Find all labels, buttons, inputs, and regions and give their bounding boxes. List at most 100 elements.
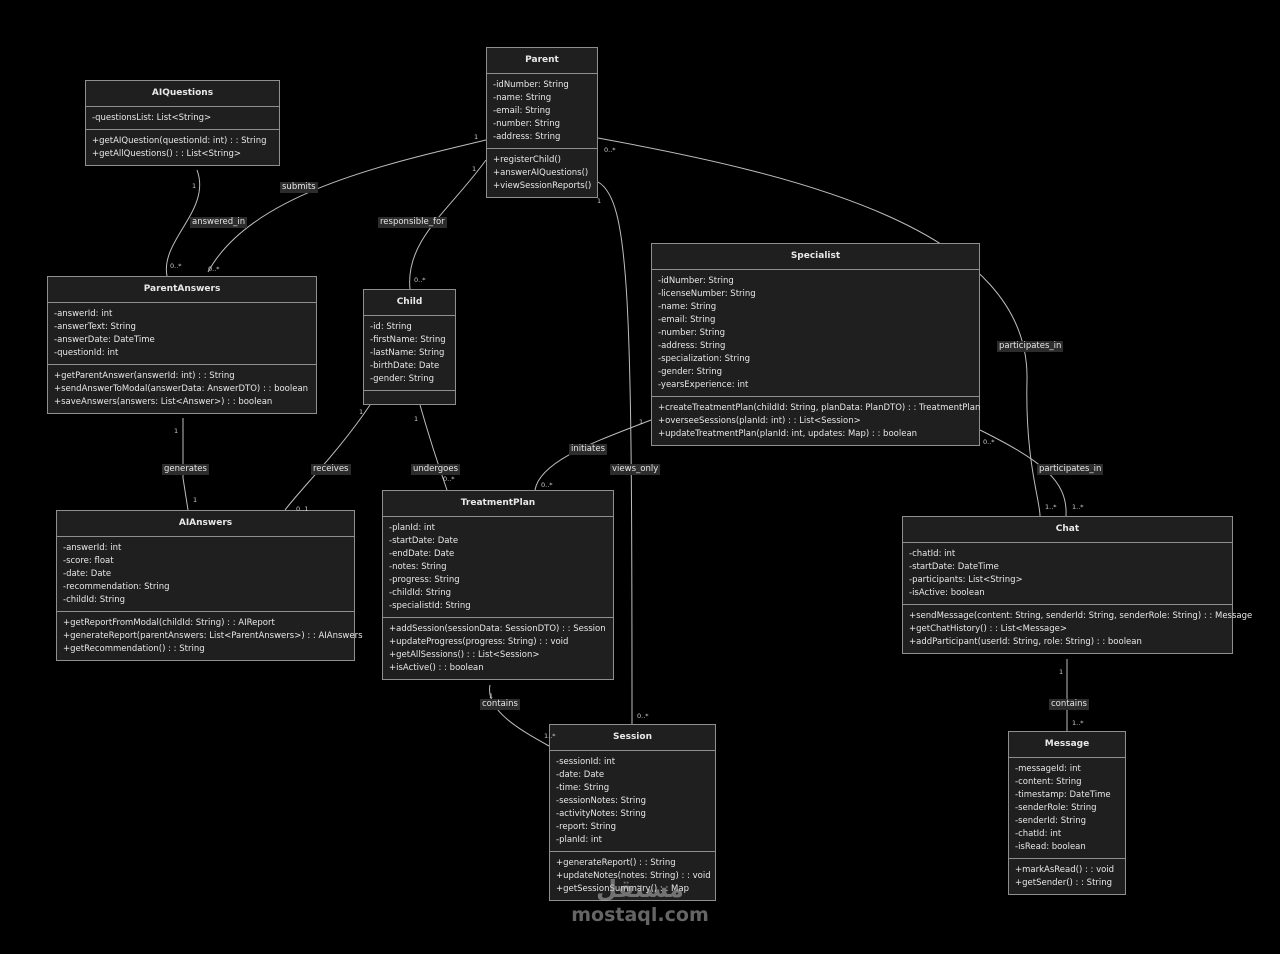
method: +addSession(sessionData: SessionDTO) : :…: [389, 624, 606, 634]
methods-section: [364, 391, 455, 404]
watermark-text: mostaql.com: [571, 904, 709, 926]
class-title: AIAnswers: [57, 511, 354, 537]
attributes-section: -chatId: int -startDate: DateTime -parti…: [903, 543, 1232, 605]
label-undergoes: undergoes: [411, 464, 460, 475]
method: +getSessionSummary() : : Map: [556, 884, 689, 894]
mult-responsible-for-from: 1: [472, 165, 477, 173]
mult-receives-to: 0..1: [296, 505, 309, 513]
mult-generates-to: 1: [193, 496, 198, 504]
class-title: Parent: [487, 48, 597, 74]
attributes-section: -id: String -firstName: String -lastName…: [364, 316, 455, 391]
attribute: -specialistId: String: [389, 601, 471, 611]
attribute: -score: float: [63, 556, 114, 566]
attribute: -startDate: Date: [389, 536, 459, 546]
attributes-section: -idNumber: String -name: String -email: …: [487, 74, 597, 149]
class-aiquestions[interactable]: AIQuestions -questionsList: List<String>…: [85, 80, 280, 166]
attribute: -isRead: boolean: [1015, 842, 1086, 852]
class-title: Chat: [903, 517, 1232, 543]
methods-section: +markAsRead() : : void +getSender() : : …: [1009, 859, 1125, 894]
label-generates: generates: [162, 464, 209, 475]
mult-contains-plan-to: 1..*: [544, 732, 556, 740]
method: +isActive() : : boolean: [389, 663, 484, 673]
method: +sendAnswerToModal(answerData: AnswerDTO…: [54, 384, 309, 394]
method: +updateProgress(progress: String) : : vo…: [389, 637, 569, 647]
class-specialist[interactable]: Specialist -idNumber: String -licenseNum…: [651, 243, 980, 446]
class-child[interactable]: Child -id: String -firstName: String -la…: [363, 289, 456, 405]
class-title: Message: [1009, 732, 1125, 758]
method: +saveAnswers(answers: List<Answer>) : : …: [54, 397, 273, 407]
mult-undergoes-to: 0..*: [443, 475, 455, 483]
attributes-section: -answerId: int -answerText: String -answ…: [48, 303, 316, 365]
mult-undergoes-from: 1: [414, 415, 419, 423]
attribute: -answerId: int: [54, 309, 113, 319]
attributes-section: -questionsList: List<String>: [86, 107, 279, 130]
mult-answered-in-from: 1: [192, 182, 197, 190]
method: +getAIQuestion(questionId: int) : : Stri…: [92, 136, 267, 146]
attribute: -progress: String: [389, 575, 460, 585]
class-parent[interactable]: Parent -idNumber: String -name: String -…: [486, 47, 598, 198]
methods-section: +createTreatmentPlan(childId: String, pl…: [652, 397, 980, 445]
label-participates-in-specialist: participates_in: [1037, 464, 1104, 475]
attribute: -gender: String: [658, 367, 722, 377]
method: +markAsRead() : : void: [1015, 865, 1115, 875]
attribute: -id: String: [370, 322, 412, 332]
label-answered-in: answered_in: [190, 217, 248, 228]
class-title: Specialist: [652, 244, 979, 270]
class-title: TreatmentPlan: [383, 491, 613, 517]
class-session[interactable]: Session -sessionId: int -date: Date -tim…: [549, 724, 716, 901]
attribute: -number: String: [658, 328, 726, 338]
attribute: -notes: String: [389, 562, 447, 572]
label-contains-chat: contains: [1049, 699, 1089, 710]
attributes-section: -idNumber: String -licenseNumber: String…: [652, 270, 979, 397]
method: +overseeSessions(planId: int) : : List<S…: [658, 416, 861, 426]
label-submits: submits: [280, 182, 318, 193]
mult-initiates-to: 0..*: [541, 481, 553, 489]
label-views-only: views_only: [610, 464, 661, 475]
attribute: -birthDate: Date: [370, 361, 440, 371]
attribute: -messageId: int: [1015, 764, 1081, 774]
edge-initiates: [534, 419, 652, 491]
attribute: -name: String: [493, 93, 552, 103]
methods-section: +generateReport() : : String +updateNote…: [550, 852, 715, 900]
method: +generateReport(parentAnswers: List<Pare…: [63, 631, 363, 641]
attribute: -time: String: [556, 783, 610, 793]
attributes-section: -sessionId: int -date: Date -time: Strin…: [550, 751, 715, 852]
attribute: -sessionNotes: String: [556, 796, 647, 806]
mult-participates-parent-from: 0..*: [604, 146, 616, 154]
attribute: -content: String: [1015, 777, 1082, 787]
attribute: -planId: int: [556, 835, 602, 845]
attribute: -childId: String: [63, 595, 126, 605]
edge-receives: [284, 404, 371, 511]
class-message[interactable]: Message -messageId: int -content: String…: [1008, 731, 1126, 895]
class-aianswers[interactable]: AIAnswers -answerId: int -score: float -…: [56, 510, 363, 661]
watermark: مستقل mostaql.com: [560, 874, 720, 926]
label-participates-in-parent: participates_in: [997, 341, 1064, 352]
edge-contains-plan: [489, 684, 550, 747]
class-chat[interactable]: Chat -chatId: int -startDate: DateTime -…: [902, 516, 1253, 654]
mult-submits-from: 1: [474, 133, 479, 141]
mult-contains-plan-from: 1: [489, 692, 494, 700]
watermark-logo: مستقل: [596, 875, 684, 903]
edge-participates-in-parent: [597, 137, 1041, 517]
attribute: -gender: String: [370, 374, 434, 384]
attributes-section: -messageId: int -content: String -timest…: [1009, 758, 1125, 859]
attribute: -email: String: [493, 106, 551, 116]
class-treatmentplan[interactable]: TreatmentPlan -planId: int -startDate: D…: [382, 490, 614, 680]
method: +getReportFromModal(childId: String) : :…: [63, 618, 275, 628]
edge-submits: [207, 139, 487, 273]
class-parentanswers[interactable]: ParentAnswers -answerId: int -answerText…: [47, 276, 317, 414]
attribute: -endDate: Date: [389, 549, 455, 559]
mult-generates-from: 1: [174, 427, 179, 435]
attribute: -timestamp: DateTime: [1015, 790, 1111, 800]
class-title: ParentAnswers: [48, 277, 316, 303]
attribute: -name: String: [658, 302, 717, 312]
method: +getChatHistory() : : List<Message>: [909, 624, 1068, 634]
method: +addParticipant(userId: String, role: St…: [909, 637, 1142, 647]
attribute: -specialization: String: [658, 354, 750, 364]
method: +answerAIQuestions(): [493, 168, 589, 178]
edge-undergoes: [419, 404, 448, 491]
method: +generateReport() : : String: [556, 858, 676, 868]
label-contains-plan: contains: [480, 699, 520, 710]
attribute: -senderRole: String: [1015, 803, 1097, 813]
method: +sendMessage(content: String, senderId: …: [909, 611, 1253, 621]
